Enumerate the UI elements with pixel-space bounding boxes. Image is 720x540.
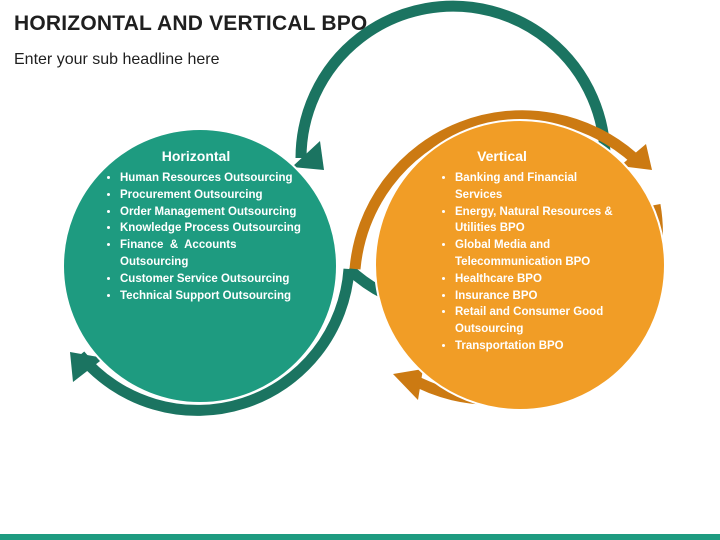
list-item: Knowledge Process Outsourcing [120,220,306,237]
list-item: Retail and Consumer Good Outsourcing [455,304,613,338]
list-item: Human Resources Outsourcing [120,170,306,187]
vertical-panel: Vertical Banking and Financial Services … [441,148,613,355]
vertical-list: Banking and Financial Services Energy, N… [441,170,613,355]
list-item: Healthcare BPO [455,271,613,288]
list-item: Global Media and Telecommunication BPO [455,237,613,271]
horizontal-circle [62,128,338,404]
list-item: Finance & Accounts Outsourcing [120,237,306,271]
horizontal-list: Human Resources Outsourcing Procurement … [106,170,306,304]
list-item: Transportation BPO [455,338,613,355]
list-item: Customer Service Outsourcing [120,271,306,288]
list-item: Banking and Financial Services [455,170,613,204]
horizontal-ring-lower-arc [75,268,355,416]
vertical-arrow-head-bottom [393,369,423,400]
list-item: Insurance BPO [455,288,613,305]
list-item: Order Management Outsourcing [120,204,306,221]
vertical-circle [374,119,666,411]
bottom-accent-bar [0,534,720,540]
page-title: HORIZONTAL AND VERTICAL BPO [14,12,368,35]
vertical-ring-upper-arc [349,110,640,270]
vertical-heading: Vertical [477,148,527,164]
vertical-arrow-head-top [620,144,652,170]
page-subtitle: Enter your sub headline here [14,51,220,68]
list-item: Procurement Outsourcing [120,187,306,204]
horizontal-arrow-head-bottom [70,352,104,382]
list-item: Technical Support Outsourcing [120,288,306,305]
horizontal-panel: Horizontal Human Resources Outsourcing P… [106,148,306,304]
list-item: Energy, Natural Resources & Utilities BP… [455,204,613,238]
horizontal-heading: Horizontal [161,148,231,164]
horizontal-arrow-head-top [292,141,324,170]
